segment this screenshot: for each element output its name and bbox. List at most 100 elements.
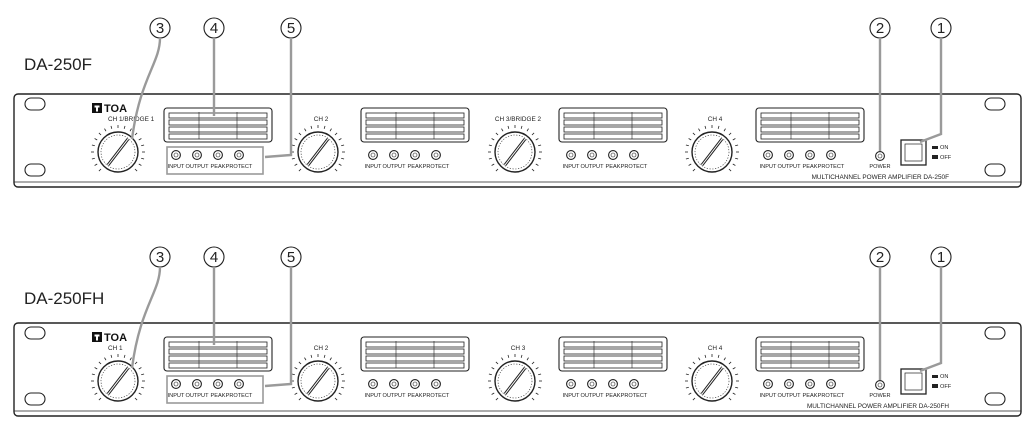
led-ring xyxy=(410,150,420,160)
power-label: POWER xyxy=(869,393,890,399)
knob-scale-tick xyxy=(698,128,701,132)
indicator-label: OUTPUT xyxy=(383,393,407,399)
led-indicator-icon xyxy=(629,150,639,160)
knob-scale-tick xyxy=(310,354,313,358)
rack-mount-slot xyxy=(984,326,1006,340)
indicator-label: INPUT xyxy=(365,164,382,170)
knob-scale-tick xyxy=(138,138,142,141)
vent-slot xyxy=(365,133,465,140)
knob-scale-tick xyxy=(538,373,542,376)
led-indicator-icon xyxy=(389,150,399,160)
led-lens xyxy=(828,381,834,387)
callout-leader xyxy=(130,37,162,140)
led-ring xyxy=(629,379,639,389)
knob-scale-tick xyxy=(294,163,298,166)
knob-scale-tick xyxy=(488,144,492,147)
channel-label: CH 4 xyxy=(708,116,723,123)
led-indicator-icon xyxy=(763,150,773,160)
panel-footer-text: MULTICHANNEL POWER AMPLIFIER DA-250F xyxy=(812,174,950,181)
led-lens xyxy=(236,152,242,158)
callout-number: 3 xyxy=(156,20,164,37)
vent-slot xyxy=(365,112,465,119)
vent-slot xyxy=(365,355,465,362)
knob-scale-tick xyxy=(688,163,692,166)
led-indicator-icon xyxy=(234,379,244,389)
vent-slot xyxy=(760,119,860,126)
knob-scale-tick xyxy=(341,373,345,376)
knob-scale-tick xyxy=(728,132,732,136)
indicator-label: PEAK xyxy=(606,164,621,170)
led-indicator-icon xyxy=(171,379,181,389)
logo-mark-stem xyxy=(96,105,98,112)
knob-scale-tick xyxy=(688,138,692,141)
led-lens xyxy=(236,381,242,387)
led-ring xyxy=(213,379,223,389)
knob-grip xyxy=(694,134,730,170)
vent-slot xyxy=(365,126,465,133)
led-ring xyxy=(171,150,181,160)
indicator-label: INPUT xyxy=(168,393,185,399)
knob-scale-tick xyxy=(685,373,689,376)
knob-pointer-highlight xyxy=(701,367,723,395)
knob-scale-tick xyxy=(104,128,107,132)
knob-grip xyxy=(497,134,533,170)
indicator-label: OUTPUT xyxy=(383,164,407,170)
knob-scale-tick xyxy=(495,168,499,172)
knob-scale-tick xyxy=(323,125,326,129)
callout-number: 1 xyxy=(937,20,945,37)
knob-scale-tick xyxy=(526,357,529,361)
knob-scale-tick xyxy=(692,397,696,401)
callout-number: 5 xyxy=(287,249,295,266)
knob-scale-tick xyxy=(732,392,736,395)
callout-number: 4 xyxy=(210,249,218,266)
knob-scale-tick xyxy=(341,144,345,147)
knob-grip xyxy=(300,134,336,170)
led-indicator-icon xyxy=(805,379,815,389)
vent-slot xyxy=(563,119,663,126)
knob-pointer-highlight xyxy=(504,138,526,166)
knob-scale-tick xyxy=(732,138,736,141)
vent-slot xyxy=(365,119,465,126)
callout-5: 1 xyxy=(919,17,952,144)
heat-vent xyxy=(360,336,470,372)
indicator-label: PROTECT xyxy=(226,393,253,399)
vent-slot xyxy=(760,341,860,348)
led-ring xyxy=(234,150,244,160)
led-indicator-icon xyxy=(763,379,773,389)
led-lens xyxy=(173,381,179,387)
switch-off-mark xyxy=(932,155,938,159)
knob-scale-tick xyxy=(717,125,720,129)
channel-label: CH 2 xyxy=(314,116,329,123)
led-indicator-icon xyxy=(587,150,597,160)
led-indicator-icon xyxy=(826,379,836,389)
channel-label: CH 1/BRIDGE 1 xyxy=(108,116,155,123)
vent-slot xyxy=(168,112,268,119)
indicator-label: OUTPUT xyxy=(581,164,605,170)
switch-off-label: OFF xyxy=(940,155,952,161)
knob-scale-tick xyxy=(507,354,510,358)
knob-scale-tick xyxy=(98,361,102,365)
volume-knob-icon xyxy=(297,360,339,402)
volume-knob-icon xyxy=(297,131,339,173)
led-lens xyxy=(589,381,595,387)
callout-5: 1 xyxy=(919,246,952,373)
led-indicator-icon xyxy=(213,379,223,389)
heat-vent xyxy=(755,336,865,372)
knob-scale-tick xyxy=(538,386,542,389)
heat-vent xyxy=(558,107,668,143)
led-ring xyxy=(805,150,815,160)
knob-scale-tick xyxy=(138,163,142,166)
led-ring xyxy=(826,150,836,160)
led-ring xyxy=(826,379,836,389)
rack-mount-slot xyxy=(24,326,46,340)
vent-slot xyxy=(365,348,465,355)
vent-slot xyxy=(168,126,268,133)
callout-4: 2 xyxy=(869,246,891,380)
knob-scale-tick xyxy=(723,357,726,361)
knob-scale-tick xyxy=(531,361,535,365)
knob-scale-tick xyxy=(341,157,345,160)
